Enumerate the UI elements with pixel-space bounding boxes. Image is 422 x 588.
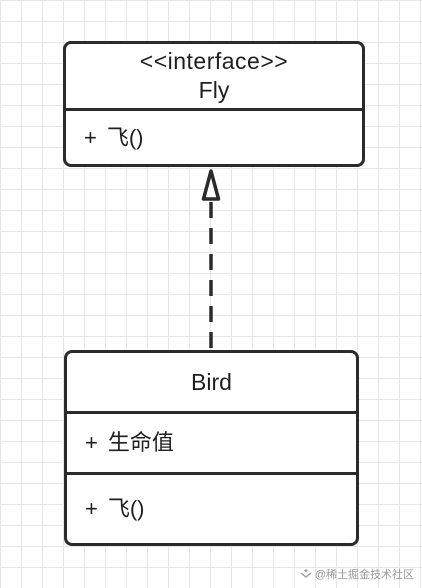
watermark-text: @稀土掘金技术社区 [314,569,414,581]
method-signature: 飞() [107,496,145,521]
watermark: @稀土掘金技术社区 [300,566,414,582]
method-signature: 飞() [106,124,144,150]
fly-name-section: <<interface>> Fly [66,44,362,111]
fly-interface-box[interactable]: <<interface>> Fly + 飞() [63,41,365,167]
bird-methods-section: + 飞() [67,475,356,543]
hollow-triangle-arrowhead [201,169,221,201]
interface-name: Fly [198,77,230,103]
bird-attribute: + 生命值 [67,414,356,472]
visibility-marker: + [84,124,97,150]
class-name: Bird [191,369,232,395]
attribute-text: 生命值 [107,430,174,455]
fly-methods-section: + 飞() [66,111,362,164]
bird-method: + 飞() [67,475,356,543]
bird-name-section: Bird [67,353,356,414]
juejin-logo-icon [300,569,312,578]
fly-method: + 飞() [66,111,362,164]
visibility-marker: + [85,430,98,455]
visibility-marker: + [85,496,98,521]
bird-class-box[interactable]: Bird + 生命值 + 飞() [64,350,359,546]
interface-stereotype: <<interface>> [139,48,289,74]
bird-attributes-section: + 生命值 [67,414,356,475]
